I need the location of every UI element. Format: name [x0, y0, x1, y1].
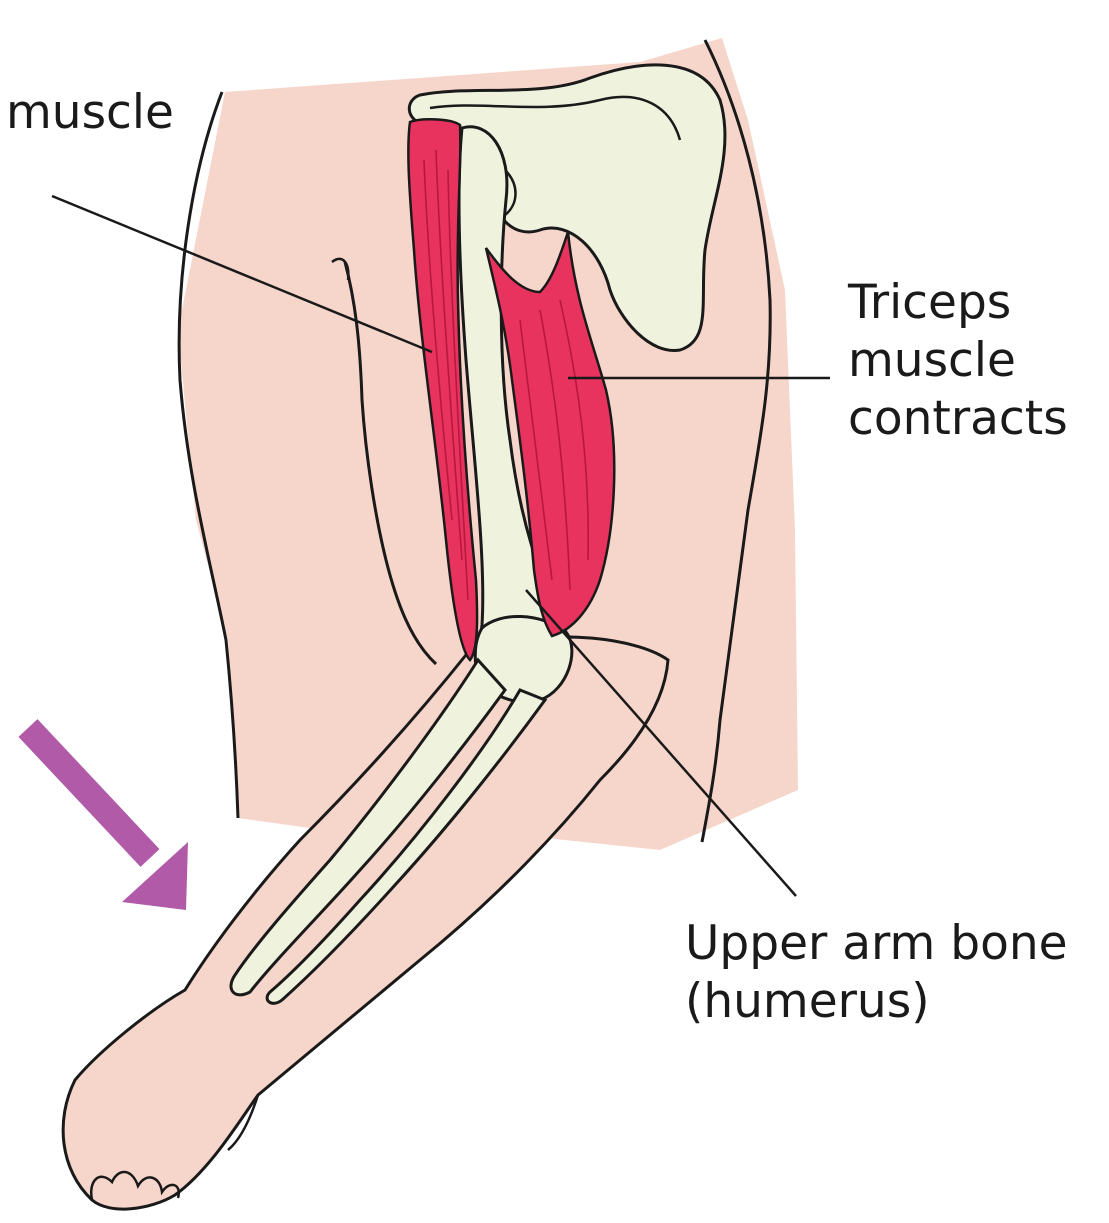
humerus-label: Upper arm bone (humerus): [685, 915, 1068, 1031]
triceps-label-line-2: muscle: [848, 332, 1068, 390]
humerus-label-line-2: (humerus): [685, 973, 1068, 1031]
triceps-label-line-3: contracts: [848, 390, 1068, 448]
triceps-label-line-1: Triceps: [848, 274, 1068, 332]
arrow-down-right-icon: [28, 728, 188, 910]
humerus-label-line-1: Upper arm bone: [685, 915, 1068, 973]
biceps-label: muscle: [6, 84, 174, 142]
biceps-label-line-1: muscle: [6, 84, 174, 142]
triceps-label: Triceps muscle contracts: [848, 274, 1068, 448]
